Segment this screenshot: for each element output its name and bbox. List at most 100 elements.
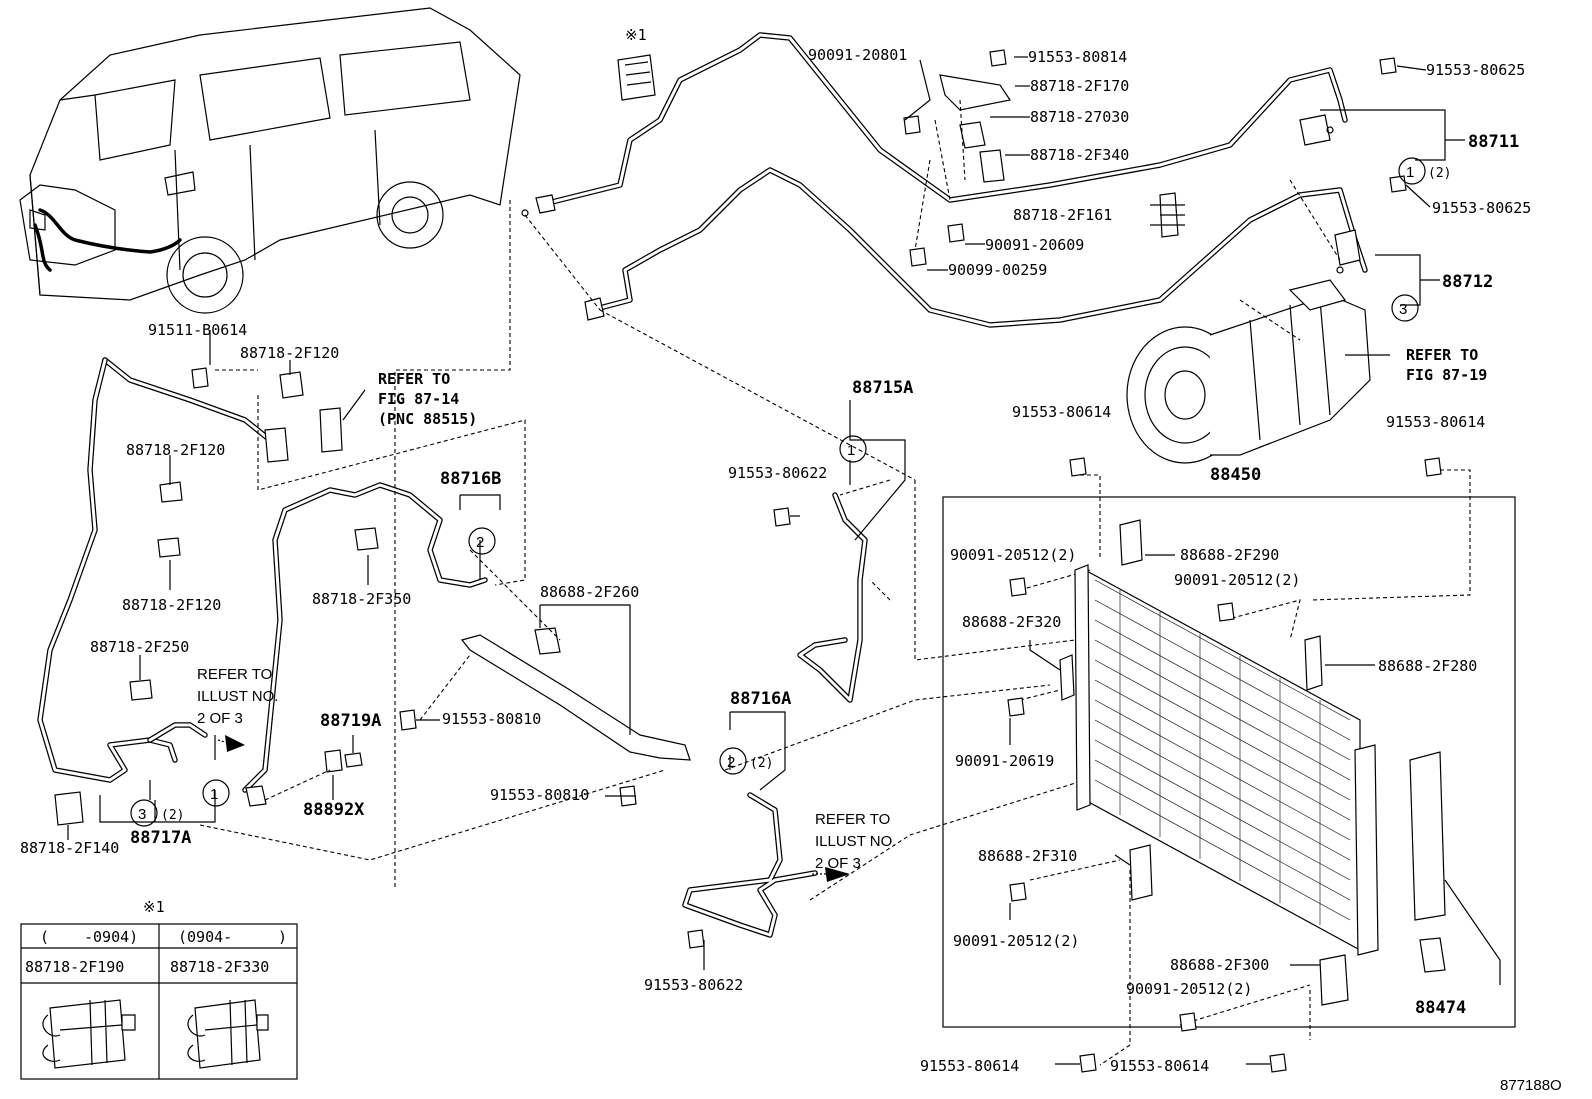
label-88688-2F280: 88688-2F280 bbox=[1378, 657, 1477, 675]
arrow-refer-a bbox=[217, 735, 245, 752]
svg-text:2 OF 3: 2 OF 3 bbox=[197, 710, 243, 727]
label-88711: 88711 bbox=[1468, 132, 1519, 152]
label-88688-2F320: 88688-2F320 bbox=[962, 613, 1061, 631]
label-88718-2F161: 88718-2F161 bbox=[1013, 206, 1112, 224]
table-col2-range: (0904- bbox=[178, 928, 232, 946]
qty-88716A: (2) bbox=[750, 756, 773, 771]
condenser-88450-core bbox=[1074, 564, 1379, 956]
pipe-88716B bbox=[242, 482, 488, 793]
illustration-id: 877188O bbox=[1500, 1077, 1562, 1094]
condenser-brackets bbox=[1059, 519, 1349, 1006]
label-88688-2F260: 88688-2F260 bbox=[540, 583, 639, 601]
label-88718-2F140: 88718-2F140 bbox=[20, 839, 119, 857]
van-illustration bbox=[19, 7, 521, 314]
label-91553-80814: 91553-80814 bbox=[1028, 48, 1127, 66]
pipe-88716A bbox=[682, 792, 818, 938]
circle-2-88716A: 2 bbox=[727, 754, 735, 771]
circle-callouts bbox=[130, 157, 1426, 827]
label-88712: 88712 bbox=[1442, 272, 1493, 292]
qty-88717A: (2) bbox=[161, 808, 184, 823]
label-88718-2F340: 88718-2F340 bbox=[1030, 146, 1129, 164]
bolts-top bbox=[903, 49, 1407, 267]
svg-text:FIG 87-19: FIG 87-19 bbox=[1406, 366, 1487, 384]
clip-variant-table: ( -0904) (0904- ) 88718-2F190 88718-2F33… bbox=[20, 923, 298, 1080]
clip-note-top bbox=[617, 54, 656, 101]
circle-1-88715A: 1 bbox=[847, 442, 855, 459]
svg-text:REFER TO: REFER TO bbox=[197, 666, 272, 683]
arrow-refer-b bbox=[812, 867, 850, 882]
label-90091-20619: 90091-20619 bbox=[955, 752, 1054, 770]
label-88719A: 88719A bbox=[320, 711, 381, 731]
svg-text:2 OF 3: 2 OF 3 bbox=[815, 855, 861, 872]
label-88688-2F290: 88688-2F290 bbox=[1180, 546, 1279, 564]
refer-fig-87-19: REFER TO FIG 87-19 bbox=[1406, 346, 1487, 384]
svg-text:ILLUST NO.: ILLUST NO. bbox=[197, 688, 278, 705]
svg-text:ILLUST NO.: ILLUST NO. bbox=[815, 833, 896, 850]
label-90091-20609: 90091-20609 bbox=[985, 236, 1084, 254]
pipe-88715A bbox=[797, 492, 868, 703]
table-col1-range: -0904) bbox=[84, 928, 138, 946]
table-col1-open: ( bbox=[40, 928, 49, 946]
label-90091-20512-d: 90091-20512(2) bbox=[1126, 980, 1252, 998]
table-col2-close: ) bbox=[278, 928, 287, 946]
bracket-88718-2F170 bbox=[939, 74, 1011, 111]
label-88450: 88450 bbox=[1210, 465, 1261, 485]
circle-3-88712: 3 bbox=[1399, 301, 1407, 318]
label-88688-2F300: 88688-2F300 bbox=[1170, 956, 1269, 974]
label-91553-80614-a: 91553-80614 bbox=[1012, 403, 1111, 421]
label-90099-00259: 90099-00259 bbox=[948, 261, 1047, 279]
clip-88718-2F330-drawing bbox=[187, 999, 269, 1069]
label-88718-2F120-a: 88718-2F120 bbox=[240, 344, 339, 362]
note-mark-table: ※1 bbox=[143, 898, 165, 916]
condenser-bolts bbox=[1007, 457, 1442, 1073]
label-91511-B0614: 91511-B0614 bbox=[148, 321, 247, 339]
label-91553-80622-a: 91553-80622 bbox=[728, 464, 827, 482]
condenser-frame bbox=[942, 496, 1516, 1028]
refer-illust-b: REFER TO ILLUST NO. 2 OF 3 bbox=[815, 811, 896, 872]
bracket-88688-2F260 bbox=[460, 634, 691, 761]
svg-text:(PNC 88515): (PNC 88515) bbox=[378, 410, 477, 428]
label-88688-2F310: 88688-2F310 bbox=[978, 847, 1077, 865]
label-91553-80614-c: 91553-80614 bbox=[920, 1057, 1019, 1075]
clamp-88718-27030 bbox=[959, 121, 986, 149]
label-88718-2F350: 88718-2F350 bbox=[312, 590, 411, 608]
label-91553-80625-a: 91553-80625 bbox=[1426, 61, 1525, 79]
note-mark-top: ※1 bbox=[625, 26, 647, 44]
label-90091-20512-a: 90091-20512(2) bbox=[950, 546, 1076, 564]
label-91553-80614-b: 91553-80614 bbox=[1386, 413, 1485, 431]
left-small-parts bbox=[54, 367, 791, 949]
pipe-88711 bbox=[537, 32, 1348, 208]
circle-3-88717A: 3 bbox=[138, 806, 146, 823]
label-88718-2F330: 88718-2F330 bbox=[170, 958, 269, 976]
label-91553-80625-b: 91553-80625 bbox=[1432, 199, 1531, 217]
label-88718-2F120-b: 88718-2F120 bbox=[126, 441, 225, 459]
refer-fig-87-14: REFER TO FIG 87-14 (PNC 88515) bbox=[378, 370, 477, 428]
svg-text:REFER TO: REFER TO bbox=[1406, 346, 1478, 364]
label-90091-20801: 90091-20801 bbox=[808, 46, 907, 64]
label-88716B: 88716B bbox=[440, 469, 501, 489]
receiver-88474 bbox=[1409, 751, 1446, 973]
label-91553-80622-b: 91553-80622 bbox=[644, 976, 743, 994]
clamp-88718-2F340 bbox=[979, 149, 1005, 183]
svg-text:REFER TO: REFER TO bbox=[815, 811, 890, 828]
label-88717A: 88717A bbox=[130, 828, 191, 848]
qty-88711: (2) bbox=[1428, 166, 1451, 181]
refer-illust-a: REFER TO ILLUST NO. 2 OF 3 bbox=[197, 666, 278, 727]
label-91553-80810-a: 91553-80810 bbox=[442, 710, 541, 728]
clip-88718-2F190-drawing bbox=[42, 999, 136, 1069]
svg-text:FIG 87-14: FIG 87-14 bbox=[378, 390, 459, 408]
label-91553-80810-b: 91553-80810 bbox=[490, 786, 589, 804]
pipe-88717A-left bbox=[37, 357, 283, 783]
circle-1-88717A: 1 bbox=[210, 786, 218, 803]
circle-1-88711: 1 bbox=[1406, 164, 1414, 181]
label-88715A: 88715A bbox=[852, 378, 913, 398]
label-90091-20512-b: 90091-20512(2) bbox=[1174, 571, 1300, 589]
circle-2-88716B: 2 bbox=[476, 534, 484, 551]
label-88716A: 88716A bbox=[730, 689, 791, 709]
label-88718-2F120-c: 88718-2F120 bbox=[122, 596, 221, 614]
svg-text:REFER TO: REFER TO bbox=[378, 370, 450, 388]
label-88718-2F170: 88718-2F170 bbox=[1030, 77, 1129, 95]
label-91553-80614-d: 91553-80614 bbox=[1110, 1057, 1209, 1075]
pipe-88712 bbox=[589, 167, 1368, 328]
